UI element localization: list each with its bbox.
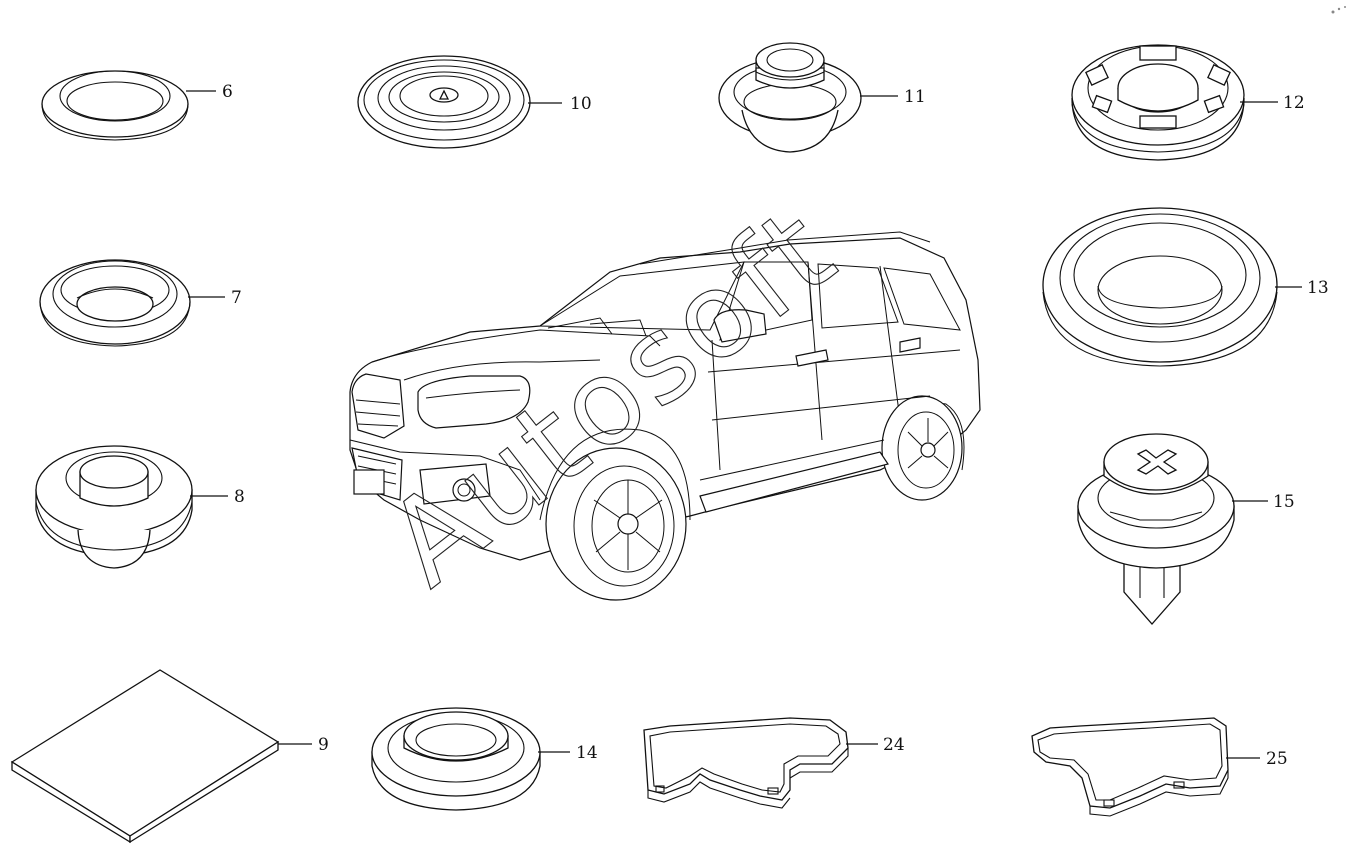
part-15-push-clip[interactable]	[1077, 433, 1235, 625]
part-6-plug[interactable]	[41, 70, 189, 141]
vehicle-illustration	[349, 231, 981, 601]
part-25-cover[interactable]	[1031, 717, 1229, 817]
corner-mark-icon	[1331, 6, 1346, 14]
callout-8: 8	[234, 487, 245, 507]
part-24-cover[interactable]	[643, 717, 849, 809]
part-11-stepped-grommet[interactable]	[718, 42, 862, 153]
part-13-ring-grommet[interactable]	[1042, 207, 1278, 367]
part-7-plug[interactable]	[39, 259, 191, 347]
callout-9: 9	[318, 735, 329, 755]
callout-11: 11	[904, 87, 926, 107]
callout-25: 25	[1266, 749, 1288, 769]
callout-6: 6	[222, 82, 233, 102]
part-14-grommet[interactable]	[371, 707, 541, 811]
callout-14: 14	[576, 743, 598, 763]
part-10-grommet[interactable]	[357, 55, 531, 149]
callout-7: 7	[231, 288, 242, 308]
callout-12: 12	[1283, 93, 1305, 113]
part-12-clip[interactable]	[1071, 44, 1245, 161]
callout-15: 15	[1273, 492, 1295, 512]
callout-13: 13	[1307, 278, 1329, 298]
part-9-pad[interactable]	[10, 669, 280, 844]
part-8-cap-plug[interactable]	[35, 445, 193, 569]
callout-24: 24	[883, 735, 905, 755]
callout-10: 10	[570, 94, 592, 114]
